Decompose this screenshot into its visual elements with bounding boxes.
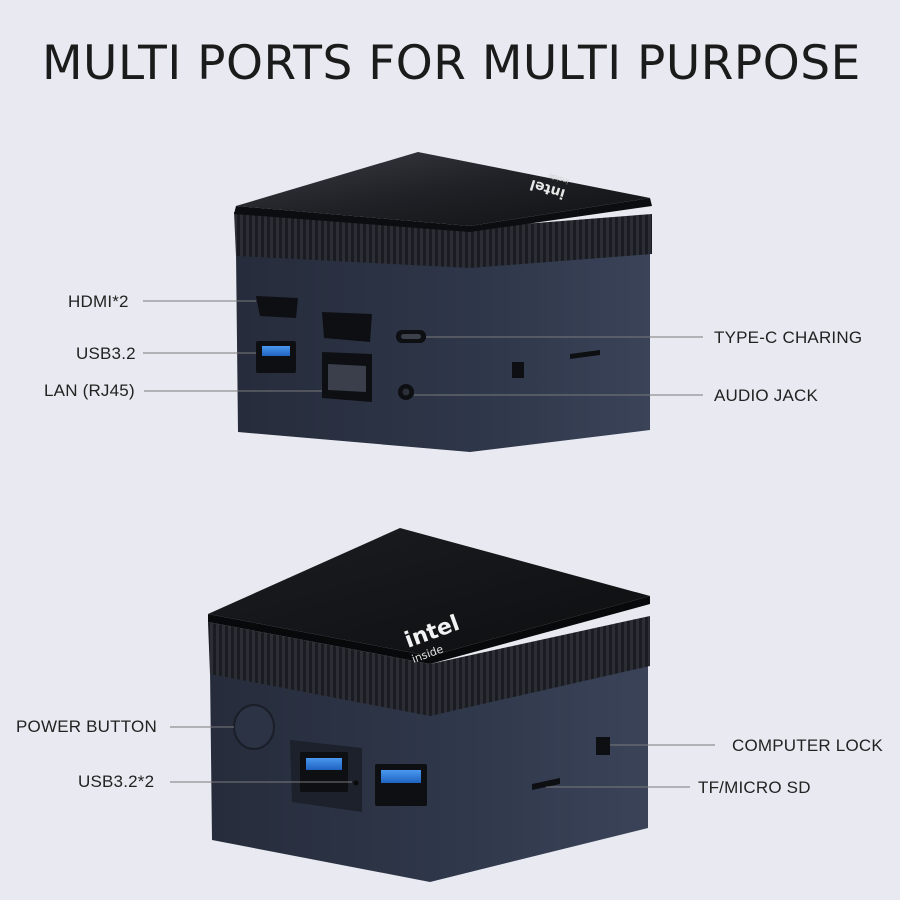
- label-usb32x2: USB3.2*2: [78, 772, 155, 791]
- label-audio: AUDIO JACK: [714, 386, 819, 405]
- top-device-lid: [236, 152, 650, 226]
- top-lock-slot: [512, 362, 524, 378]
- label-usb32: USB3.2: [76, 344, 136, 363]
- label-tf-micro-sd: TF/MICRO SD: [698, 778, 811, 797]
- top-device-side-face: [470, 250, 650, 452]
- tf-sd-slot: [532, 778, 560, 790]
- bottom-device-vent-band-side: [430, 616, 650, 716]
- top-device-vent-band-side: [470, 214, 652, 268]
- label-hdmi: HDMI*2: [68, 292, 129, 311]
- top-sd-slot: [570, 350, 600, 359]
- top-device: intel inside: [143, 152, 703, 452]
- hdmi-port-2: [322, 312, 372, 342]
- label-lan: LAN (RJ45): [44, 381, 135, 400]
- hdmi-port-1: [256, 296, 298, 318]
- bottom-device-lid: [208, 528, 650, 656]
- bottom-device: intel inside: [170, 528, 715, 882]
- label-computer-lock: COMPUTER LOCK: [732, 736, 883, 755]
- computer-lock-slot: [596, 737, 610, 755]
- bottom-device-vent-band: [208, 622, 430, 716]
- page-title: MULTI PORTS FOR MULTI PURPOSE: [42, 36, 861, 91]
- power-button: [233, 704, 275, 750]
- usb3-port: [256, 341, 296, 373]
- label-typec: TYPE-C CHARING: [714, 328, 863, 347]
- label-power-button: POWER BUTTON: [16, 717, 157, 736]
- bottom-device-side-face: [430, 660, 648, 882]
